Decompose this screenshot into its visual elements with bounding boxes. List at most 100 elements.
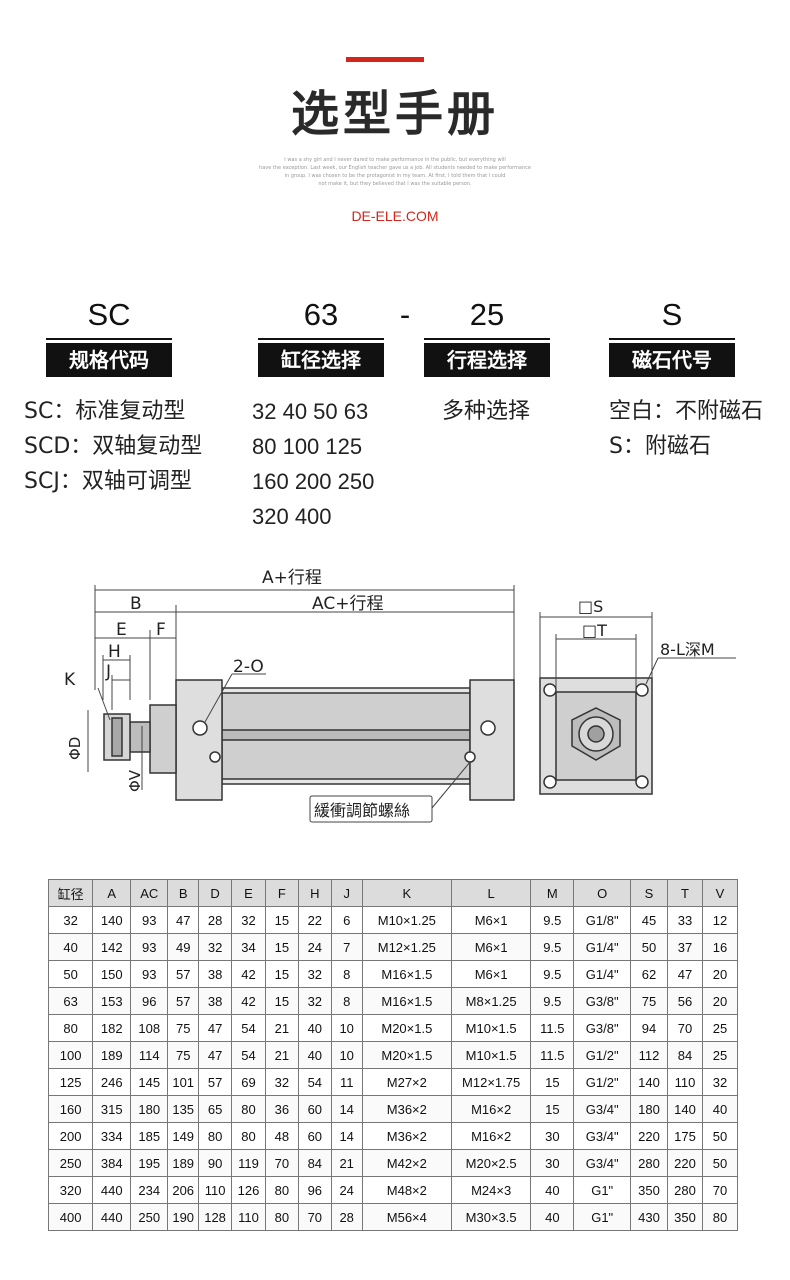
table-cell: 80 bbox=[231, 1095, 266, 1123]
label-bore-select: 缸径选择 bbox=[258, 343, 384, 377]
table-cell: 21 bbox=[264, 1041, 299, 1069]
table-cell: 16 bbox=[701, 933, 739, 961]
table-cell: 57 bbox=[167, 960, 200, 988]
table-cell: 50 bbox=[701, 1149, 739, 1177]
bore-option-row: 320 400 bbox=[252, 504, 332, 529]
dim-a-stroke: A+行程 bbox=[262, 568, 322, 588]
table-cell: 70 bbox=[264, 1149, 299, 1177]
table-cell: 28 bbox=[198, 906, 233, 934]
table-cell: M10×1.5 bbox=[451, 1041, 532, 1069]
decorative-text-line: have the exception. Last week, our Engli… bbox=[259, 165, 531, 171]
table-cell: 128 bbox=[198, 1203, 233, 1231]
table-cell: 93 bbox=[130, 960, 169, 988]
table-cell: 20 bbox=[701, 987, 739, 1015]
table-cell: 32 bbox=[701, 1068, 739, 1096]
table-cell: 21 bbox=[264, 1014, 299, 1042]
table-cell: 220 bbox=[666, 1149, 703, 1177]
table-cell: 430 bbox=[629, 1203, 668, 1231]
table-cell: M36×2 bbox=[361, 1122, 453, 1150]
table-cell: M20×1.5 bbox=[361, 1014, 453, 1042]
column-header: V bbox=[701, 879, 739, 907]
column-header: A bbox=[92, 879, 132, 907]
table-cell: 75 bbox=[167, 1041, 200, 1069]
table-cell: 70 bbox=[666, 1014, 703, 1042]
table-cell: 80 bbox=[231, 1122, 266, 1150]
table-cell: 30 bbox=[530, 1149, 575, 1177]
table-cell: 48 bbox=[264, 1122, 299, 1150]
table-cell: 125 bbox=[47, 1068, 94, 1096]
table-cell: 69 bbox=[231, 1068, 266, 1096]
decorative-text-line: I was a shy girl and I never dared to ma… bbox=[284, 157, 506, 163]
table-cell: 15 bbox=[264, 933, 299, 961]
table-cell: 40 bbox=[297, 1014, 332, 1042]
page-title: 选型手册 bbox=[290, 86, 499, 142]
table-cell: 189 bbox=[167, 1149, 200, 1177]
table-cell: 15 bbox=[530, 1095, 575, 1123]
table-cell: 47 bbox=[198, 1041, 233, 1069]
table-cell: 70 bbox=[297, 1203, 332, 1231]
table-cell: M30×3.5 bbox=[451, 1203, 532, 1231]
table-cell: 9.5 bbox=[530, 987, 575, 1015]
table-cell: 84 bbox=[666, 1041, 703, 1069]
table-cell: M27×2 bbox=[361, 1068, 453, 1096]
column-header: 缸径 bbox=[47, 879, 94, 907]
table-cell: M20×2.5 bbox=[451, 1149, 532, 1177]
column-header: S bbox=[629, 879, 668, 907]
model-code-magnet: S bbox=[661, 297, 683, 332]
table-cell: 57 bbox=[198, 1068, 233, 1096]
table-cell: 42 bbox=[231, 987, 266, 1015]
table-cell: 110 bbox=[666, 1068, 703, 1096]
label-magnet-code: 磁石代号 bbox=[609, 343, 735, 377]
table-cell: 10 bbox=[330, 1014, 363, 1042]
table-cell: 15 bbox=[264, 906, 299, 934]
bore-option-row: 32 40 50 63 bbox=[252, 399, 369, 424]
dim-s: □S bbox=[578, 597, 603, 616]
table-cell: G3/4" bbox=[573, 1149, 631, 1177]
table-cell: 11.5 bbox=[530, 1014, 575, 1042]
magnet-option: S：附磁石 bbox=[609, 434, 711, 459]
table-cell: 350 bbox=[629, 1176, 668, 1204]
dim-ac-stroke: AC+行程 bbox=[312, 594, 383, 614]
table-cell: 96 bbox=[130, 987, 169, 1015]
table-cell: G1" bbox=[573, 1176, 631, 1204]
website-label: DE-ELE.COM bbox=[351, 208, 439, 224]
table-cell: M12×1.75 bbox=[451, 1068, 532, 1096]
table-cell: 80 bbox=[198, 1122, 233, 1150]
table-cell: 280 bbox=[666, 1176, 703, 1204]
table-cell: G3/4" bbox=[573, 1095, 631, 1123]
table-cell: 400 bbox=[47, 1203, 94, 1231]
table-cell: 315 bbox=[92, 1095, 132, 1123]
column-header: F bbox=[264, 879, 299, 907]
column-header: E bbox=[231, 879, 266, 907]
table-cell: 84 bbox=[297, 1149, 332, 1177]
table-cell: 11 bbox=[330, 1068, 363, 1096]
table-cell: 38 bbox=[198, 960, 233, 988]
table-cell: 320 bbox=[47, 1176, 94, 1204]
table-cell: 33 bbox=[666, 906, 703, 934]
code-underline bbox=[46, 338, 172, 340]
table-cell: 93 bbox=[130, 933, 169, 961]
column-header: O bbox=[573, 879, 631, 907]
table-cell: 40 bbox=[701, 1095, 739, 1123]
series-options: SC：标准复动型 SCD：双轴复动型 SCJ：双轴可调型 bbox=[24, 394, 202, 499]
table-cell: 34 bbox=[231, 933, 266, 961]
table-cell: 60 bbox=[297, 1122, 332, 1150]
code-underline bbox=[609, 338, 735, 340]
column-header: T bbox=[666, 879, 703, 907]
table-cell: 93 bbox=[130, 906, 169, 934]
table-cell: 45 bbox=[629, 906, 668, 934]
table-cell: M48×2 bbox=[361, 1176, 453, 1204]
table-cell: 49 bbox=[167, 933, 200, 961]
column-header: J bbox=[330, 879, 363, 907]
table-cell: 8 bbox=[330, 960, 363, 988]
dim-b: B bbox=[130, 594, 142, 614]
table-cell: 150 bbox=[92, 960, 132, 988]
table-cell: 119 bbox=[231, 1149, 266, 1177]
table-cell: 63 bbox=[47, 987, 94, 1015]
table-cell: 24 bbox=[297, 933, 332, 961]
